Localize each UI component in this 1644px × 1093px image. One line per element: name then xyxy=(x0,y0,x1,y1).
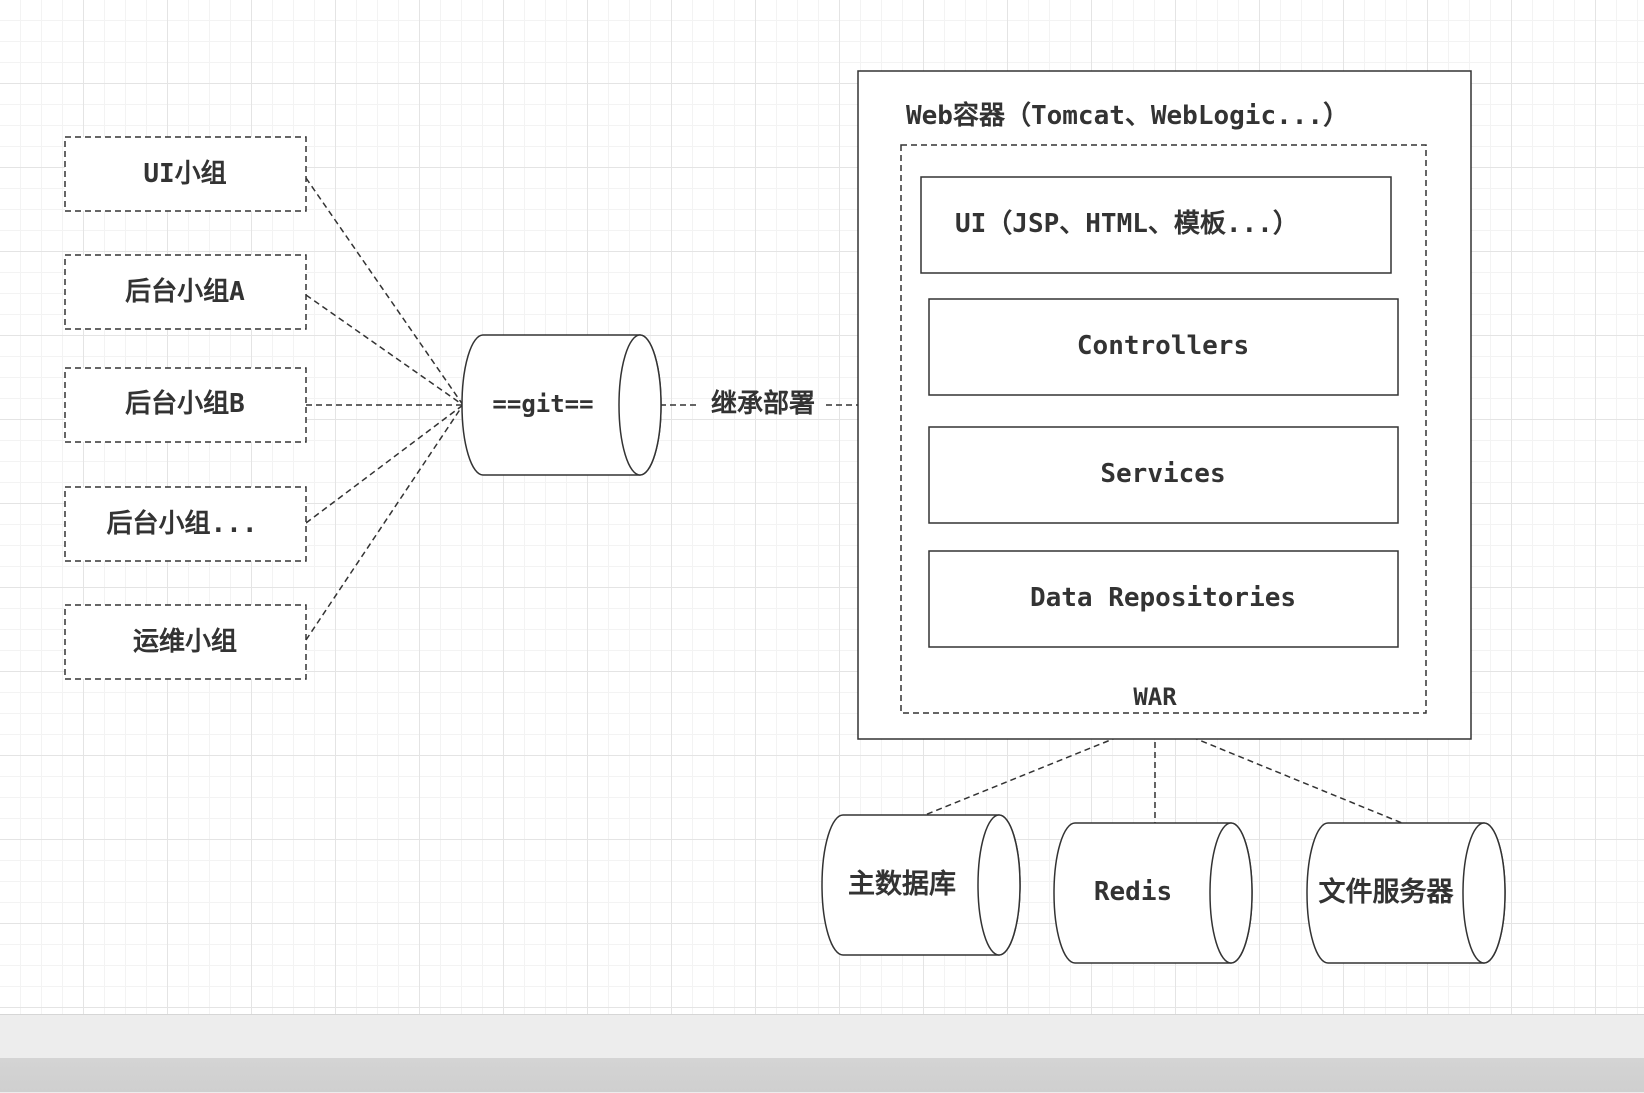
team-box-backend-a[interactable]: 后台小组A xyxy=(64,254,307,330)
war-package[interactable]: WAR UI（JSP、HTML、模板...） Controllers Servi… xyxy=(900,144,1427,714)
team-box-backend-more[interactable]: 后台小组... xyxy=(64,486,307,562)
team-box-ui[interactable]: UI小组 xyxy=(64,136,307,212)
connector-team-ops xyxy=(305,404,464,641)
web-container[interactable]: Web容器（Tomcat、WebLogic...） WAR UI（JSP、HTM… xyxy=(857,70,1472,740)
layer-ui[interactable]: UI（JSP、HTML、模板...） xyxy=(920,176,1392,274)
bottom-shadow-strip xyxy=(0,1058,1644,1092)
team-label: 后台小组... xyxy=(107,508,258,539)
team-box-backend-b[interactable]: 后台小组B xyxy=(64,367,307,443)
team-box-ops[interactable]: 运维小组 xyxy=(64,604,307,680)
layer-label: Services xyxy=(1100,459,1225,489)
layer-label: Data Repositories xyxy=(1030,583,1296,613)
team-label: 运维小组 xyxy=(133,626,237,657)
team-list: UI小组 后台小组A 后台小组B 后台小组... 运维小组 xyxy=(64,136,307,680)
layer-label: Controllers xyxy=(1077,331,1249,361)
store-file-server-cylinder[interactable]: 文件服务器 xyxy=(1306,822,1506,964)
layer-controllers[interactable]: Controllers xyxy=(928,298,1399,396)
deploy-edge-label: 继承部署 xyxy=(711,388,815,419)
store-label: 主数据库 xyxy=(848,869,956,900)
git-repository-label: ==git== xyxy=(492,390,593,418)
layer-label: UI（JSP、HTML、模板...） xyxy=(955,209,1299,239)
store-label: Redis xyxy=(1094,877,1172,907)
store-label: 文件服务器 xyxy=(1319,876,1455,908)
team-to-git-connectors xyxy=(305,177,464,641)
connector-team-backend-more xyxy=(305,404,464,524)
connector-team-ui xyxy=(305,177,464,406)
store-redis-cylinder[interactable]: Redis xyxy=(1053,822,1253,964)
web-container-title: Web容器（Tomcat、WebLogic...） xyxy=(906,100,1349,131)
team-label: 后台小组B xyxy=(125,388,245,419)
architecture-diagram: UI小组 后台小组A 后台小组B 后台小组... 运维小组 ==git== 继承… xyxy=(64,70,1506,964)
store-main-db-cylinder[interactable]: 主数据库 xyxy=(821,814,1021,956)
layer-services[interactable]: Services xyxy=(928,426,1399,524)
connector-team-backend-a xyxy=(305,294,464,406)
team-label: 后台小组A xyxy=(125,276,245,307)
team-label: UI小组 xyxy=(143,158,226,189)
layer-data-repositories[interactable]: Data Repositories xyxy=(928,550,1399,648)
war-label: WAR xyxy=(1133,683,1177,711)
git-repository-cylinder[interactable]: ==git== xyxy=(461,334,662,476)
